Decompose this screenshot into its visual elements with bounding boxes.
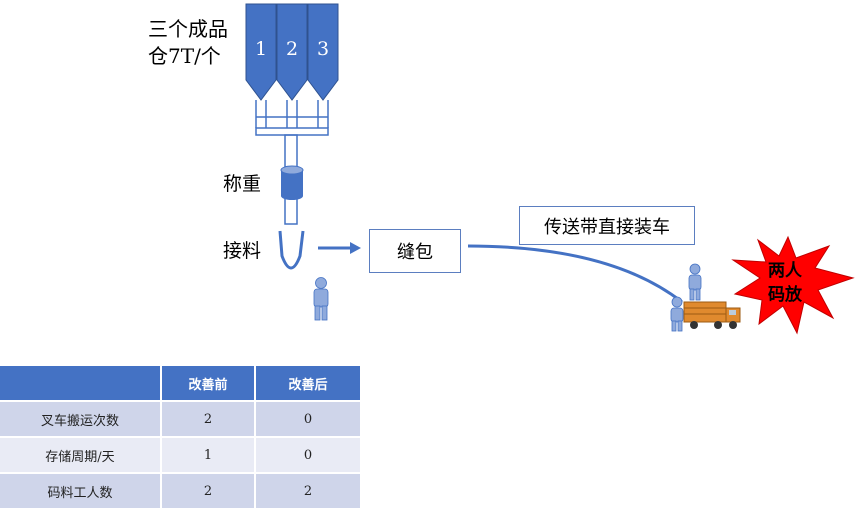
row-before: 1 bbox=[161, 436, 256, 473]
row-label: 叉车搬运次数 bbox=[0, 400, 162, 437]
sew-box: 缝包 bbox=[369, 229, 461, 273]
flow-arrow bbox=[318, 242, 361, 254]
table-row: 叉车搬运次数 2 0 bbox=[0, 400, 360, 437]
burst-text-line1: 两人 bbox=[768, 261, 802, 281]
silo-frame bbox=[255, 100, 329, 225]
silo-number-1: 1 bbox=[255, 38, 267, 60]
row-after: 0 bbox=[255, 400, 360, 437]
loader-icon-1 bbox=[688, 263, 702, 301]
worker-icon bbox=[313, 277, 329, 321]
row-before: 2 bbox=[161, 400, 256, 437]
row-before: 2 bbox=[161, 472, 256, 508]
truck-icon bbox=[683, 301, 741, 329]
row-label: 码料工人数 bbox=[0, 472, 162, 508]
row-after: 2 bbox=[255, 472, 360, 508]
silo-1 bbox=[245, 3, 277, 101]
silo-number-3: 3 bbox=[317, 38, 329, 60]
table-header-after: 改善后 bbox=[255, 366, 360, 401]
warning-burst bbox=[731, 235, 855, 335]
silo-caption-line2: 仓7T/个 bbox=[148, 44, 221, 68]
burst-text-line2: 码放 bbox=[768, 285, 802, 305]
table-header-before: 改善前 bbox=[161, 366, 256, 401]
silo-caption-line1: 三个成品 bbox=[148, 17, 228, 41]
table-header-row: 改善前 改善后 bbox=[0, 366, 360, 401]
silo-3 bbox=[307, 3, 339, 101]
table-header-corner bbox=[0, 366, 162, 401]
conveyor-label: 传送带直接装车 bbox=[544, 216, 670, 238]
silo-number-2: 2 bbox=[286, 38, 298, 60]
row-after: 0 bbox=[255, 436, 360, 473]
comparison-table: 改善前 改善后 叉车搬运次数 2 0 存储周期/天 1 0 码料工人数 2 2 bbox=[0, 366, 360, 508]
sew-label: 缝包 bbox=[397, 242, 433, 263]
weigh-label: 称重 bbox=[223, 173, 262, 195]
silo-group bbox=[245, 3, 339, 101]
row-label: 存储周期/天 bbox=[0, 436, 162, 473]
silo-2 bbox=[276, 3, 308, 101]
conveyor-box: 传送带直接装车 bbox=[519, 206, 695, 245]
table-row: 码料工人数 2 2 bbox=[0, 472, 360, 508]
table-row: 存储周期/天 1 0 bbox=[0, 436, 360, 473]
receive-hopper bbox=[278, 230, 305, 270]
weigh-cylinder bbox=[280, 165, 304, 200]
conveyor-curve bbox=[467, 244, 683, 304]
receive-label: 接料 bbox=[223, 240, 262, 262]
loader-icon-2 bbox=[670, 296, 684, 332]
